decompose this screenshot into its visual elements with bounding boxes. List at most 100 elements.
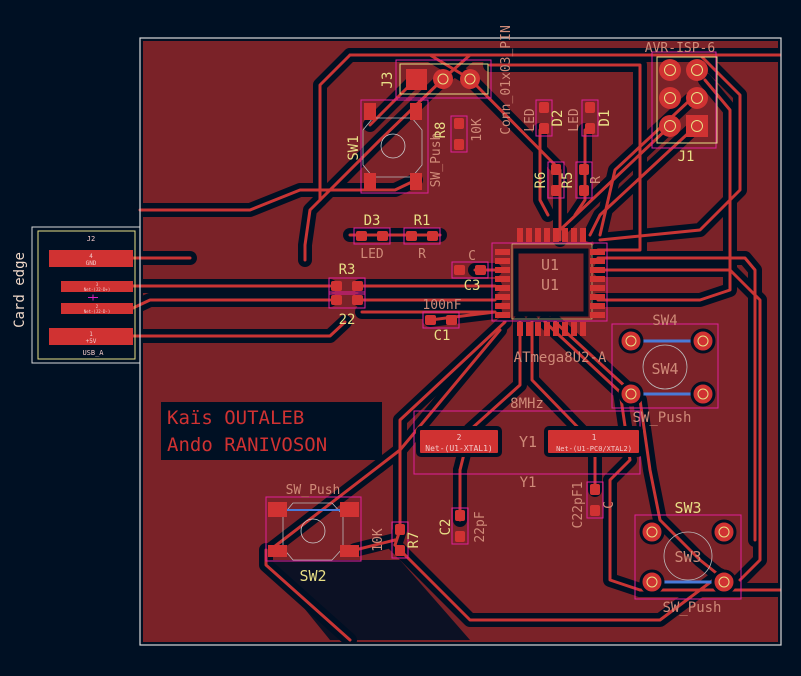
j3-pin-2[interactable] (433, 69, 453, 89)
c3-pad[interactable] (475, 265, 486, 275)
switch-pin[interactable] (711, 519, 737, 545)
track[interactable] (348, 53, 472, 81)
j2-pad-2[interactable] (61, 303, 133, 314)
u1-pin[interactable] (571, 322, 577, 336)
j1-pin[interactable] (659, 115, 681, 137)
j1-pin[interactable] (659, 59, 681, 81)
u1-pin[interactable] (495, 249, 510, 255)
switch-pin[interactable] (618, 328, 644, 354)
c1-pad[interactable] (425, 315, 436, 325)
switch-pin[interactable] (690, 381, 716, 407)
r3-pad[interactable] (331, 281, 342, 291)
u1-pin[interactable] (580, 228, 586, 242)
u1-pin[interactable] (495, 285, 510, 291)
track[interactable] (488, 63, 642, 252)
track[interactable] (598, 268, 762, 582)
u1-pin[interactable] (590, 303, 605, 309)
r8-pad[interactable] (454, 118, 464, 129)
d2-pad[interactable] (539, 102, 549, 113)
track[interactable] (538, 128, 550, 217)
u1-pin[interactable] (562, 228, 568, 242)
switch-pin[interactable] (690, 328, 716, 354)
sw3-button[interactable]: SW3 SW3 SW_Push (634, 499, 742, 616)
track[interactable] (428, 310, 497, 322)
u1-pin[interactable] (571, 228, 577, 242)
sw2-button[interactable]: SW_Push SW2 (265, 483, 362, 585)
sw2-pad[interactable] (268, 502, 287, 517)
r3-pad[interactable] (331, 295, 342, 305)
d3-pad[interactable] (377, 231, 388, 241)
switch-pin[interactable] (639, 569, 665, 595)
u1-pin[interactable] (544, 228, 550, 242)
r3-pad[interactable] (352, 281, 363, 291)
track[interactable] (393, 543, 722, 622)
j2-pad-4[interactable] (49, 250, 133, 267)
sw1-pad[interactable] (364, 173, 376, 190)
u1-pin[interactable] (517, 322, 523, 336)
sw1-pad[interactable] (410, 173, 422, 190)
track[interactable] (530, 320, 597, 492)
d1-pad[interactable] (585, 102, 595, 113)
r6-pad[interactable] (551, 185, 561, 196)
j1-pin[interactable] (686, 87, 708, 109)
u1-pin[interactable] (562, 322, 568, 336)
u1-pin[interactable] (495, 258, 510, 264)
c22-pad[interactable] (590, 484, 600, 495)
track[interactable] (353, 538, 397, 552)
switch-pin[interactable] (711, 569, 737, 595)
c2-pad[interactable] (455, 510, 465, 521)
track[interactable] (588, 124, 698, 237)
y1-crystal[interactable]: 2 Net-(U1-XTAL1) 1 Net-(U1-PC0/XTAL2) 8M… (413, 396, 643, 491)
r8-pad[interactable] (454, 139, 464, 150)
sw2-pad[interactable] (268, 545, 287, 557)
track[interactable] (543, 320, 642, 592)
r5-pad[interactable] (579, 164, 589, 175)
u1-pin[interactable] (590, 285, 605, 291)
j2-pad-1[interactable] (49, 328, 133, 345)
track[interactable] (138, 178, 418, 212)
u1-pin[interactable] (590, 294, 605, 300)
sw2-pad[interactable] (340, 545, 359, 557)
track[interactable] (318, 53, 742, 242)
track[interactable] (131, 320, 347, 338)
r3-pad[interactable] (352, 295, 363, 305)
j3-pin-1[interactable] (406, 69, 427, 90)
u1-pin[interactable] (526, 322, 532, 336)
sw1-button[interactable]: SW1 SW_Push (346, 99, 444, 194)
u1-pin[interactable] (535, 322, 541, 336)
sw1-pad[interactable] (364, 103, 376, 120)
sw2-pad[interactable] (340, 502, 359, 517)
switch-pin[interactable] (618, 381, 644, 407)
r7-pad[interactable] (395, 545, 405, 556)
c3-pad[interactable] (454, 265, 465, 275)
j2-usb-connector[interactable]: 4 GND 3 Net-(J2-D+) 2 Net-(J2-D-) 1 +5V … (49, 235, 133, 357)
d1-pad[interactable] (585, 123, 595, 134)
j3-connector[interactable]: J3 Conn_01x03_PIN (380, 25, 514, 135)
u1-pin[interactable] (495, 312, 510, 318)
u1-atmega8u2[interactable]: U1 U1 ATmega8U2-A (491, 228, 608, 366)
u1-pin[interactable] (495, 276, 510, 282)
j1-pin[interactable] (659, 87, 681, 109)
track[interactable] (596, 256, 757, 542)
u1-pin[interactable] (526, 228, 532, 242)
u1-pin[interactable] (495, 294, 510, 300)
track[interactable] (393, 320, 507, 547)
u1-pin[interactable] (590, 312, 605, 318)
track[interactable] (268, 328, 502, 552)
u1-pin[interactable] (590, 258, 605, 264)
j1-pin-1[interactable] (686, 115, 708, 137)
track[interactable] (596, 78, 732, 302)
u1-pin[interactable] (535, 228, 541, 242)
r5-pad[interactable] (579, 185, 589, 196)
track[interactable] (573, 128, 587, 217)
sw1-pad[interactable] (410, 103, 422, 120)
d3-pad[interactable] (356, 231, 367, 241)
track[interactable] (441, 53, 782, 81)
j1-pin[interactable] (686, 59, 708, 81)
u1-pin[interactable] (580, 322, 586, 336)
j3-pin-3[interactable] (460, 69, 480, 89)
u1-pin[interactable] (553, 228, 559, 242)
r6-pad[interactable] (551, 164, 561, 175)
d2-pad[interactable] (539, 123, 549, 134)
